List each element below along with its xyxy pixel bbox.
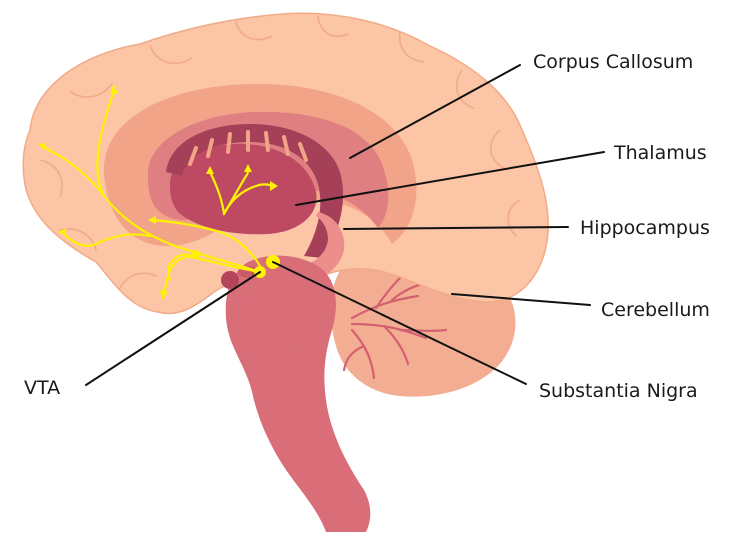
pathway-node bbox=[192, 250, 200, 258]
label-corpus-callosum: Corpus Callosum bbox=[533, 51, 693, 73]
label-hippocampus: Hippocampus bbox=[580, 217, 710, 239]
label-vta: VTA bbox=[24, 377, 60, 399]
label-thalamus: Thalamus bbox=[613, 142, 707, 164]
label-substantia-nigra: Substantia Nigra bbox=[539, 380, 698, 402]
pons-bulge bbox=[229, 290, 302, 359]
label-cerebellum: Cerebellum bbox=[601, 299, 710, 321]
